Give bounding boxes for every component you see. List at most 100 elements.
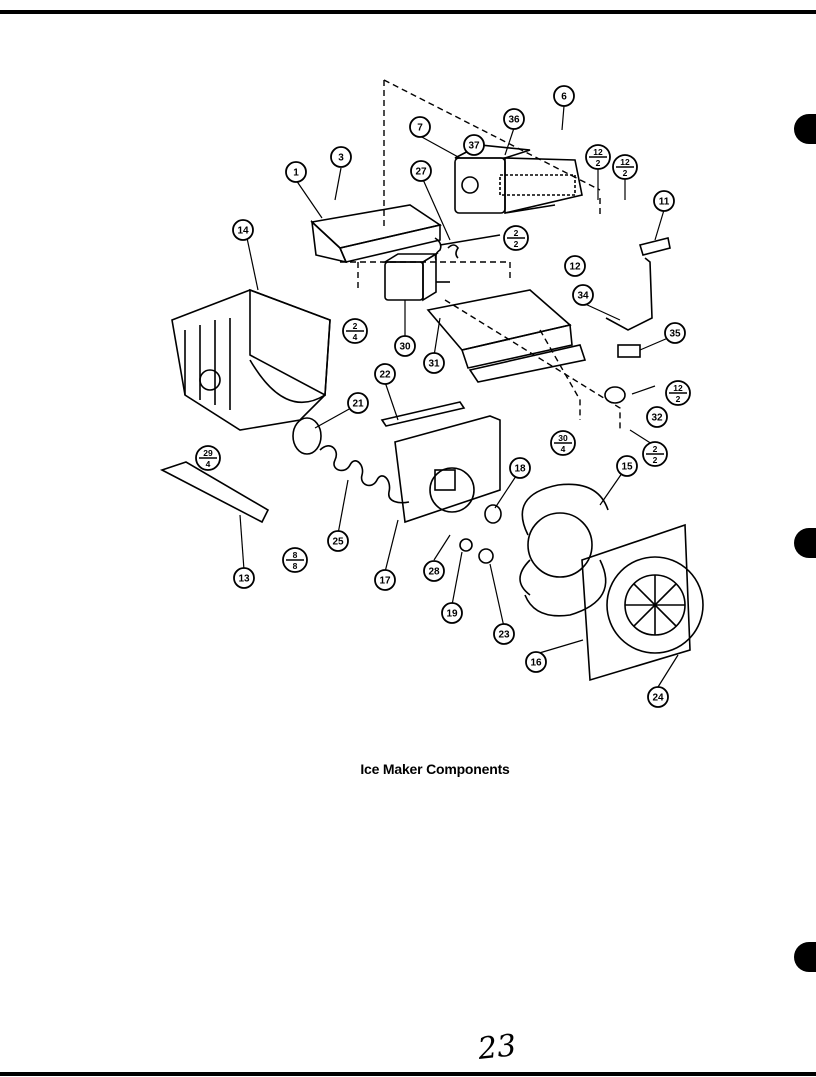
callout-label-c28: 28	[428, 567, 440, 578]
callout-label-c30: 30	[399, 342, 411, 353]
callout-label-c37: 37	[468, 141, 480, 152]
callout-balloon-c28	[423, 560, 445, 582]
callout-label-c24: 24	[652, 693, 664, 704]
bottom-border	[0, 1072, 816, 1076]
callout-balloon-c23	[493, 623, 515, 645]
callout-label-c14: 14	[237, 226, 249, 237]
callout-label-c30b-bottom: 4	[561, 444, 566, 454]
callout-balloon-c7	[409, 116, 431, 138]
callout-balloon-c1	[285, 161, 307, 183]
callout-label-c4-bottom: 4	[353, 332, 358, 342]
callout-balloon-c15	[616, 455, 638, 477]
callout-label-c12d-top: 12	[673, 383, 683, 393]
page-number: 23	[476, 1028, 518, 1067]
callout-balloon-c37	[463, 134, 485, 156]
callout-balloon-c34	[572, 284, 594, 306]
callout-balloon-c13	[233, 567, 255, 589]
callout-balloon-c24	[647, 686, 669, 708]
callout-balloon-c21	[347, 392, 369, 414]
callout-balloon-c30	[394, 335, 416, 357]
gasket-strip	[380, 401, 466, 427]
mounting-bracket	[310, 204, 442, 264]
callout-label-c2a-top: 2	[514, 228, 519, 238]
callout-label-c16: 16	[530, 658, 542, 669]
callout-label-c36: 36	[508, 115, 520, 126]
diagram-caption: Ice Maker Components	[360, 761, 510, 777]
fan-mounting-plate	[394, 415, 501, 524]
callout-balloon-c14	[232, 219, 254, 241]
auger-spring	[319, 445, 410, 504]
callout-label-c4-top: 2	[353, 321, 358, 331]
callout-label-c34: 34	[577, 291, 589, 302]
callout-balloon-c25	[327, 530, 349, 552]
switch-bracket	[617, 344, 641, 358]
callout-balloon-c32	[646, 406, 668, 428]
callout-label-c30b-top: 30	[558, 433, 568, 443]
support-bar	[159, 461, 270, 524]
callout-label-c1: 1	[293, 168, 299, 179]
fan-blade	[519, 483, 609, 617]
shutoff-arm	[605, 257, 653, 331]
callout-balloon-c35	[664, 322, 686, 344]
punch-hole-top	[794, 114, 816, 144]
callout-label-c8-bottom: 8	[293, 561, 298, 571]
lever-part	[638, 237, 671, 256]
callout-balloon-c36	[503, 108, 525, 130]
callout-label-c17: 17	[379, 576, 391, 587]
callout-label-c35: 35	[669, 329, 681, 340]
leader-lines	[239, 105, 679, 688]
bushing	[604, 386, 626, 404]
callout-label-c3: 3	[338, 153, 344, 164]
callout-label-c6: 6	[561, 92, 567, 103]
callout-label-c15: 15	[621, 462, 633, 473]
callout-label-c19: 19	[446, 609, 458, 620]
callout-label-c32: 32	[651, 413, 663, 424]
callout-balloon-c22	[374, 363, 396, 385]
motor-housing	[426, 289, 587, 383]
callout-label-c31: 31	[428, 359, 440, 370]
callout-label-c29-top: 29	[203, 448, 213, 458]
bearing	[484, 504, 502, 524]
washer	[459, 538, 473, 552]
callout-label-c21: 21	[352, 399, 364, 410]
callout-label-c25: 25	[332, 537, 344, 548]
callout-label-c11: 11	[659, 197, 670, 208]
callout-label-c2a-bottom: 2	[514, 239, 519, 249]
callout-balloon-c16	[525, 651, 547, 673]
callout-label-c18: 18	[514, 464, 526, 475]
callout-label-c12d-bottom: 2	[676, 394, 681, 404]
callout-balloon-c6	[553, 85, 575, 107]
callout-balloon-c19	[441, 602, 463, 624]
callout-label-c12b-top: 12	[620, 157, 630, 167]
callout-label-c7: 7	[417, 123, 423, 134]
callout-label-c23: 23	[498, 630, 510, 641]
callout-label-c8-top: 8	[293, 550, 298, 560]
callout-label-c13: 13	[238, 574, 250, 585]
drive-motor	[382, 252, 450, 302]
callout-label-c29-bottom: 4	[206, 459, 211, 469]
callout-balloon-c11	[653, 190, 675, 212]
callout-label-c22: 22	[379, 370, 391, 381]
callout-balloon-c27	[410, 160, 432, 182]
callout-balloon-c12c	[564, 255, 586, 277]
callout-balloon-c3	[330, 146, 352, 168]
callout-label-c27: 27	[415, 167, 427, 178]
assembly-guide-lines	[340, 79, 621, 432]
gasket	[292, 417, 322, 455]
nut	[478, 548, 494, 564]
callout-label-c12a-top: 12	[593, 147, 603, 157]
blower-housing	[581, 523, 704, 682]
callout-label-c12c: 12	[569, 262, 581, 273]
callout-label-c12a-bottom: 2	[596, 158, 601, 168]
callout-label-c2b-bottom: 2	[653, 455, 658, 465]
top-border	[0, 10, 816, 14]
callout-balloon-c31	[423, 352, 445, 374]
callout-balloon-c17	[374, 569, 396, 591]
callout-balloon-c18	[509, 457, 531, 479]
punch-hole-middle	[794, 528, 816, 558]
punch-hole-bottom	[794, 942, 816, 972]
callout-label-c12b-bottom: 2	[623, 168, 628, 178]
ice-maker-module	[454, 144, 583, 215]
